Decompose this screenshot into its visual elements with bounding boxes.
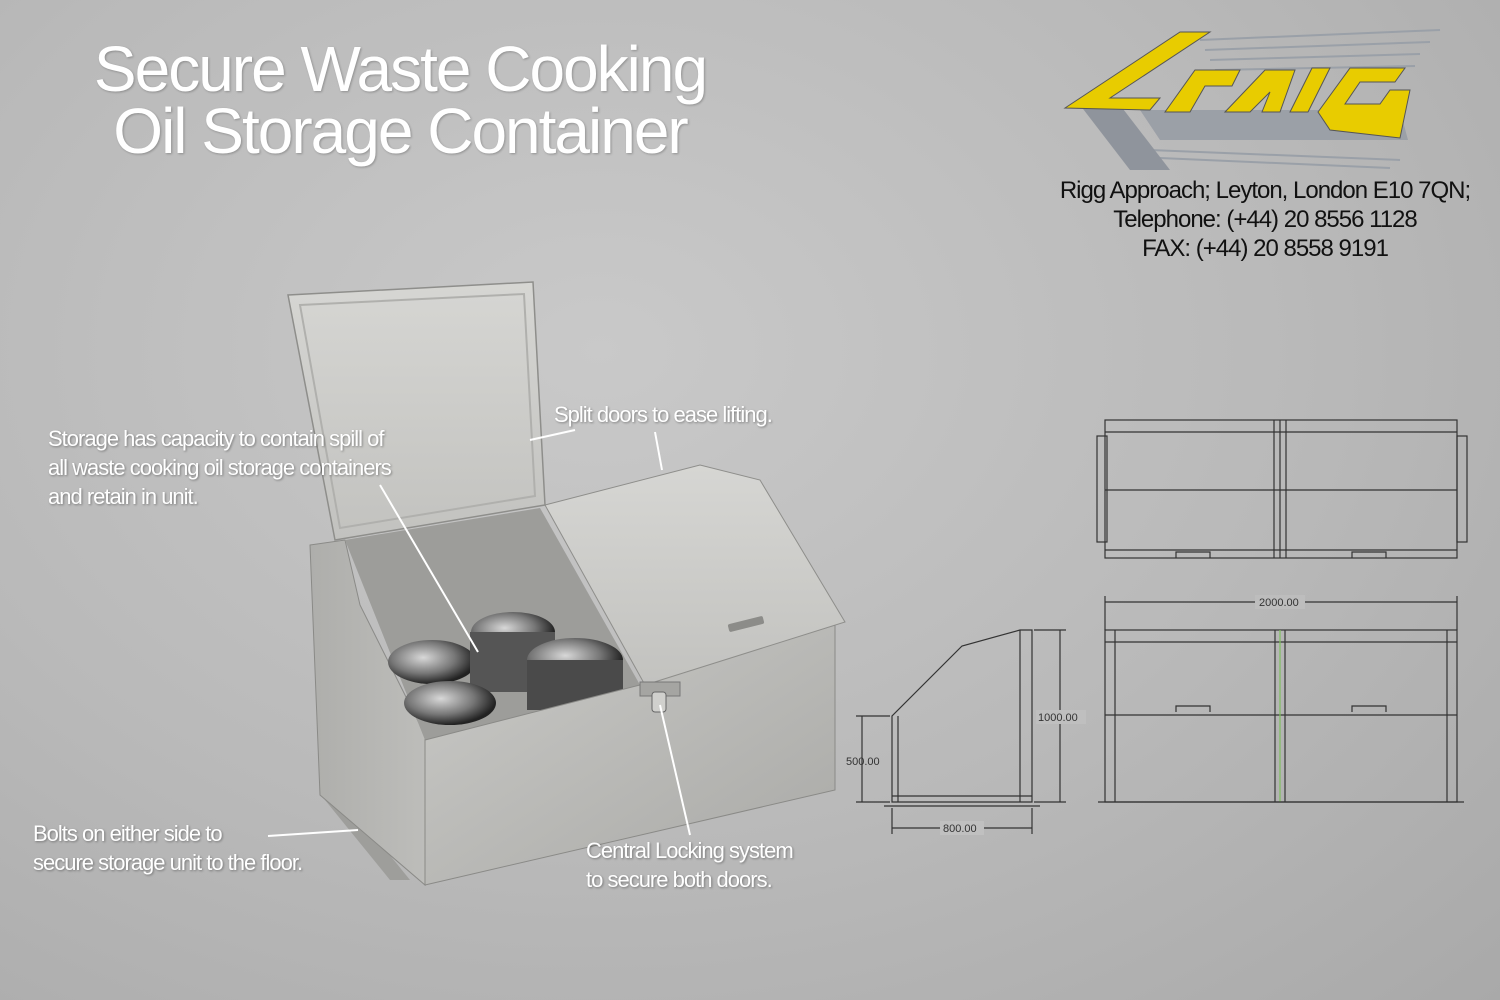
container-front xyxy=(424,624,836,886)
dimension-width: 2000.00 xyxy=(1259,597,1299,609)
top-view-drawing xyxy=(1096,419,1468,559)
oil-can xyxy=(388,640,476,684)
logo-letter-i xyxy=(1289,67,1331,113)
callout-bolts-line: Bolts on either side to xyxy=(33,821,223,846)
callout-locking-line: to secure both doors. xyxy=(586,867,773,892)
contact-telephone: Telephone: (+44) 20 8556 1128 xyxy=(1113,206,1418,233)
logo-letter-r xyxy=(1164,69,1241,113)
dimension-front-height: 500.00 xyxy=(846,756,880,768)
dimension-depth: 800.00 xyxy=(943,823,977,835)
contact-fax: FAX: (+44) 20 8558 9191 xyxy=(1142,235,1389,262)
oil-can xyxy=(404,681,496,725)
logo-letter-g xyxy=(1317,67,1411,139)
page-title: Secure Waste Cooking Oil Storage Contain… xyxy=(40,33,760,167)
side-view-drawing xyxy=(856,629,1066,834)
open-left-door xyxy=(287,281,546,541)
technical-drawings xyxy=(856,419,1468,834)
callout-locking: Central Locking system to secure both do… xyxy=(586,836,794,894)
callout-bolts-line: secure storage unit to the floor. xyxy=(33,850,303,875)
title-line-1: Secure Waste Cooking xyxy=(93,33,708,105)
title-line-2: Oil Storage Container xyxy=(113,95,688,167)
contact-block: Rigg Approach; Leyton, London E10 7QN; T… xyxy=(1030,176,1500,263)
callout-split-doors-text: Split doors to ease lifting. xyxy=(554,402,773,427)
callout-leaders xyxy=(267,429,691,837)
storage-container-render xyxy=(287,281,846,887)
logo-letter-a xyxy=(1223,69,1296,113)
logo-shadow-lines xyxy=(1149,29,1441,169)
front-view-drawing xyxy=(1098,596,1464,803)
contact-address: Rigg Approach; Leyton, London E10 7QN; xyxy=(1059,177,1471,204)
door-handle xyxy=(727,616,765,632)
logo-shadow-shape xyxy=(1080,105,1170,170)
callout-capacity-line: all waste cooking oil storage containers xyxy=(48,455,392,480)
logo-letter-c xyxy=(1063,31,1212,111)
callout-locking-line: Central Locking system xyxy=(586,838,794,863)
closed-right-door xyxy=(544,464,846,686)
central-lock xyxy=(639,681,681,713)
dimension-height: 1000.00 xyxy=(1038,712,1078,724)
bolt-flange-left xyxy=(325,800,410,880)
callout-capacity-line: and retain in unit. xyxy=(48,484,199,509)
callout-split-doors: Split doors to ease lifting. xyxy=(554,400,773,429)
callout-bolts: Bolts on either side to secure storage u… xyxy=(33,819,303,877)
callout-capacity-line: Storage has capacity to contain spill of xyxy=(48,426,384,451)
callout-capacity: Storage has capacity to contain spill of… xyxy=(48,424,392,511)
